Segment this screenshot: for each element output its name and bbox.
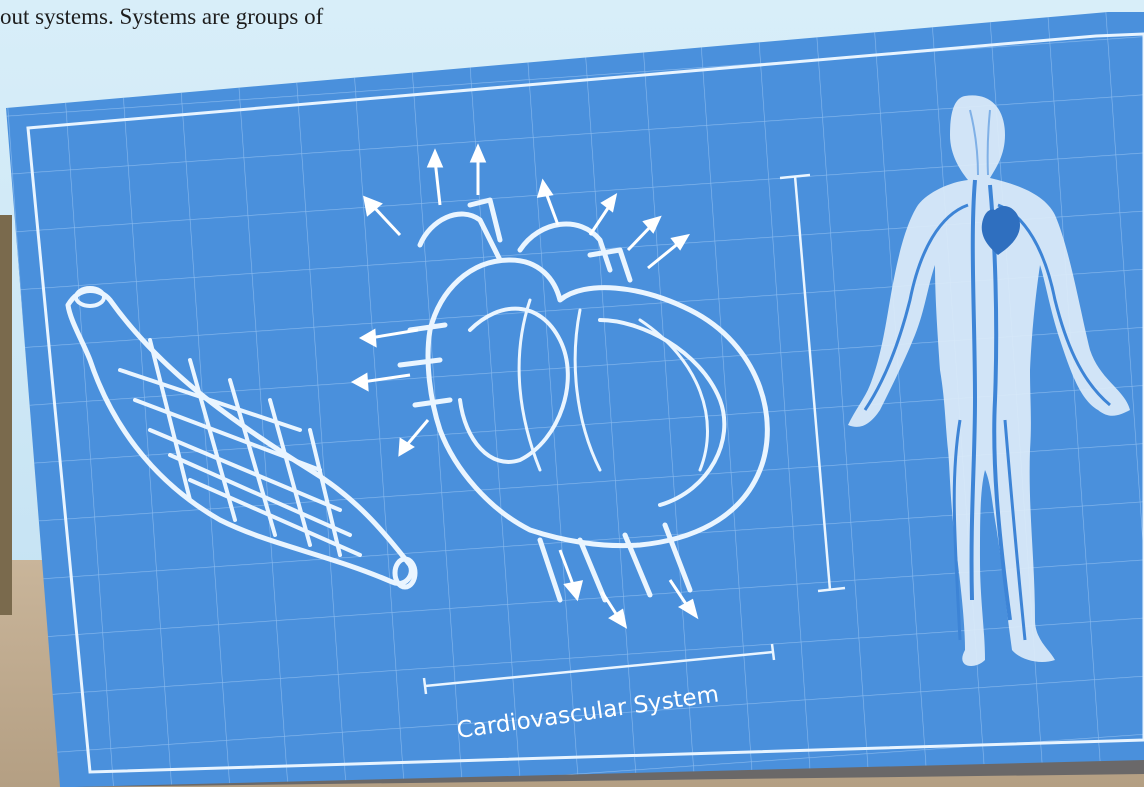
frame-edge [0, 215, 12, 615]
